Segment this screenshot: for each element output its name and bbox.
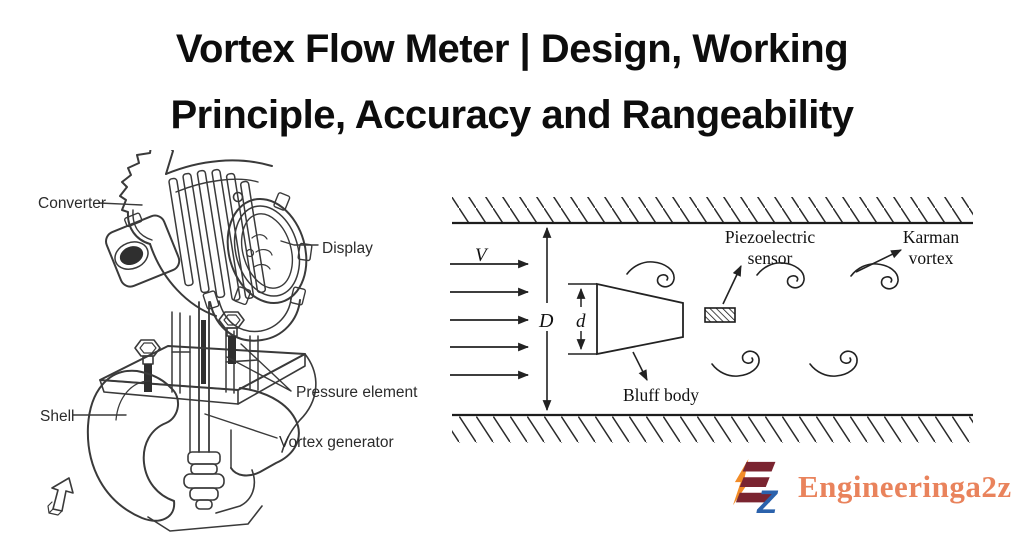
page-title: Vortex Flow Meter | Design, Working Prin… bbox=[0, 0, 1024, 148]
pipe-top-wall bbox=[452, 197, 973, 225]
junction-box bbox=[105, 212, 181, 288]
flowmeter-cutaway-figure: Converter Display Pressure element Shell… bbox=[0, 142, 420, 536]
brand-logo-text: Engineeringa2z bbox=[798, 468, 1012, 504]
label-diameter: D bbox=[538, 310, 554, 332]
flange-bolt-right bbox=[218, 311, 245, 364]
page-title-line1: Vortex Flow Meter | Design, Working bbox=[175, 27, 849, 71]
label-pressure-element: Pressure element bbox=[296, 384, 418, 401]
converter-head bbox=[119, 142, 273, 317]
karman-schematic-drawing: V D d Piezoelectric sensor Karman vortex… bbox=[450, 197, 973, 443]
piezo-sensor-arrow bbox=[722, 265, 742, 305]
karman-schematic-figure: V D d Piezoelectric sensor Karman vortex… bbox=[440, 180, 1000, 452]
diameter-dimension bbox=[537, 226, 557, 412]
brand-logo: Z Engineeringa2z bbox=[731, 458, 1012, 514]
flange-bolt-left bbox=[134, 339, 161, 392]
vortex-spiral-bottom-1 bbox=[711, 350, 760, 377]
label-bluff-body: Bluff body bbox=[623, 385, 699, 405]
label-bluff-width: d bbox=[576, 311, 586, 332]
bluff-width-dimension bbox=[568, 283, 597, 355]
label-karman-line1: Karman bbox=[903, 227, 960, 247]
brand-logo-icon: Z bbox=[732, 458, 779, 514]
meter-body-right bbox=[215, 353, 317, 514]
vortex-shaft-stack bbox=[183, 451, 225, 510]
leader-line-pressure-element bbox=[226, 343, 292, 392]
logo-letter-e bbox=[735, 461, 776, 503]
logo-letter-z: Z bbox=[756, 483, 779, 514]
karman-vortex-arrow bbox=[855, 249, 902, 273]
label-display: Display bbox=[322, 240, 373, 257]
vortex-spiral-top-1 bbox=[626, 261, 675, 288]
page-title-line2: Principle, Accuracy and Rangeability bbox=[170, 93, 854, 137]
head-bracket bbox=[202, 286, 307, 342]
label-vortex-generator: Vortex generator bbox=[279, 434, 394, 451]
bluff-body-arrow bbox=[632, 351, 648, 381]
leader-line-vortex-generator bbox=[204, 413, 278, 439]
piezo-sensor-rect bbox=[704, 307, 736, 323]
label-converter: Converter bbox=[38, 195, 106, 212]
flowmeter-cutaway-drawing: Converter Display Pressure element Shell… bbox=[38, 142, 418, 532]
leader-lines bbox=[72, 202, 319, 439]
pipe-bottom-wall bbox=[452, 413, 973, 443]
converter-ribs bbox=[168, 168, 267, 302]
vortex-spiral-bottom-2 bbox=[809, 350, 858, 377]
leader-line-converter bbox=[98, 202, 143, 206]
3d-flow-arrow-icon bbox=[47, 477, 74, 516]
label-piezo-line1: Piezoelectric bbox=[725, 227, 816, 247]
neck-assembly bbox=[171, 301, 259, 453]
bluff-body-shape bbox=[596, 282, 684, 356]
vortex-spiral-top-3 bbox=[850, 263, 899, 290]
velocity-arrows bbox=[450, 259, 530, 380]
leader-line-display bbox=[280, 240, 319, 246]
label-shell: Shell bbox=[40, 408, 74, 425]
label-karman-line2: vortex bbox=[909, 248, 954, 268]
label-velocity: V bbox=[475, 245, 489, 266]
